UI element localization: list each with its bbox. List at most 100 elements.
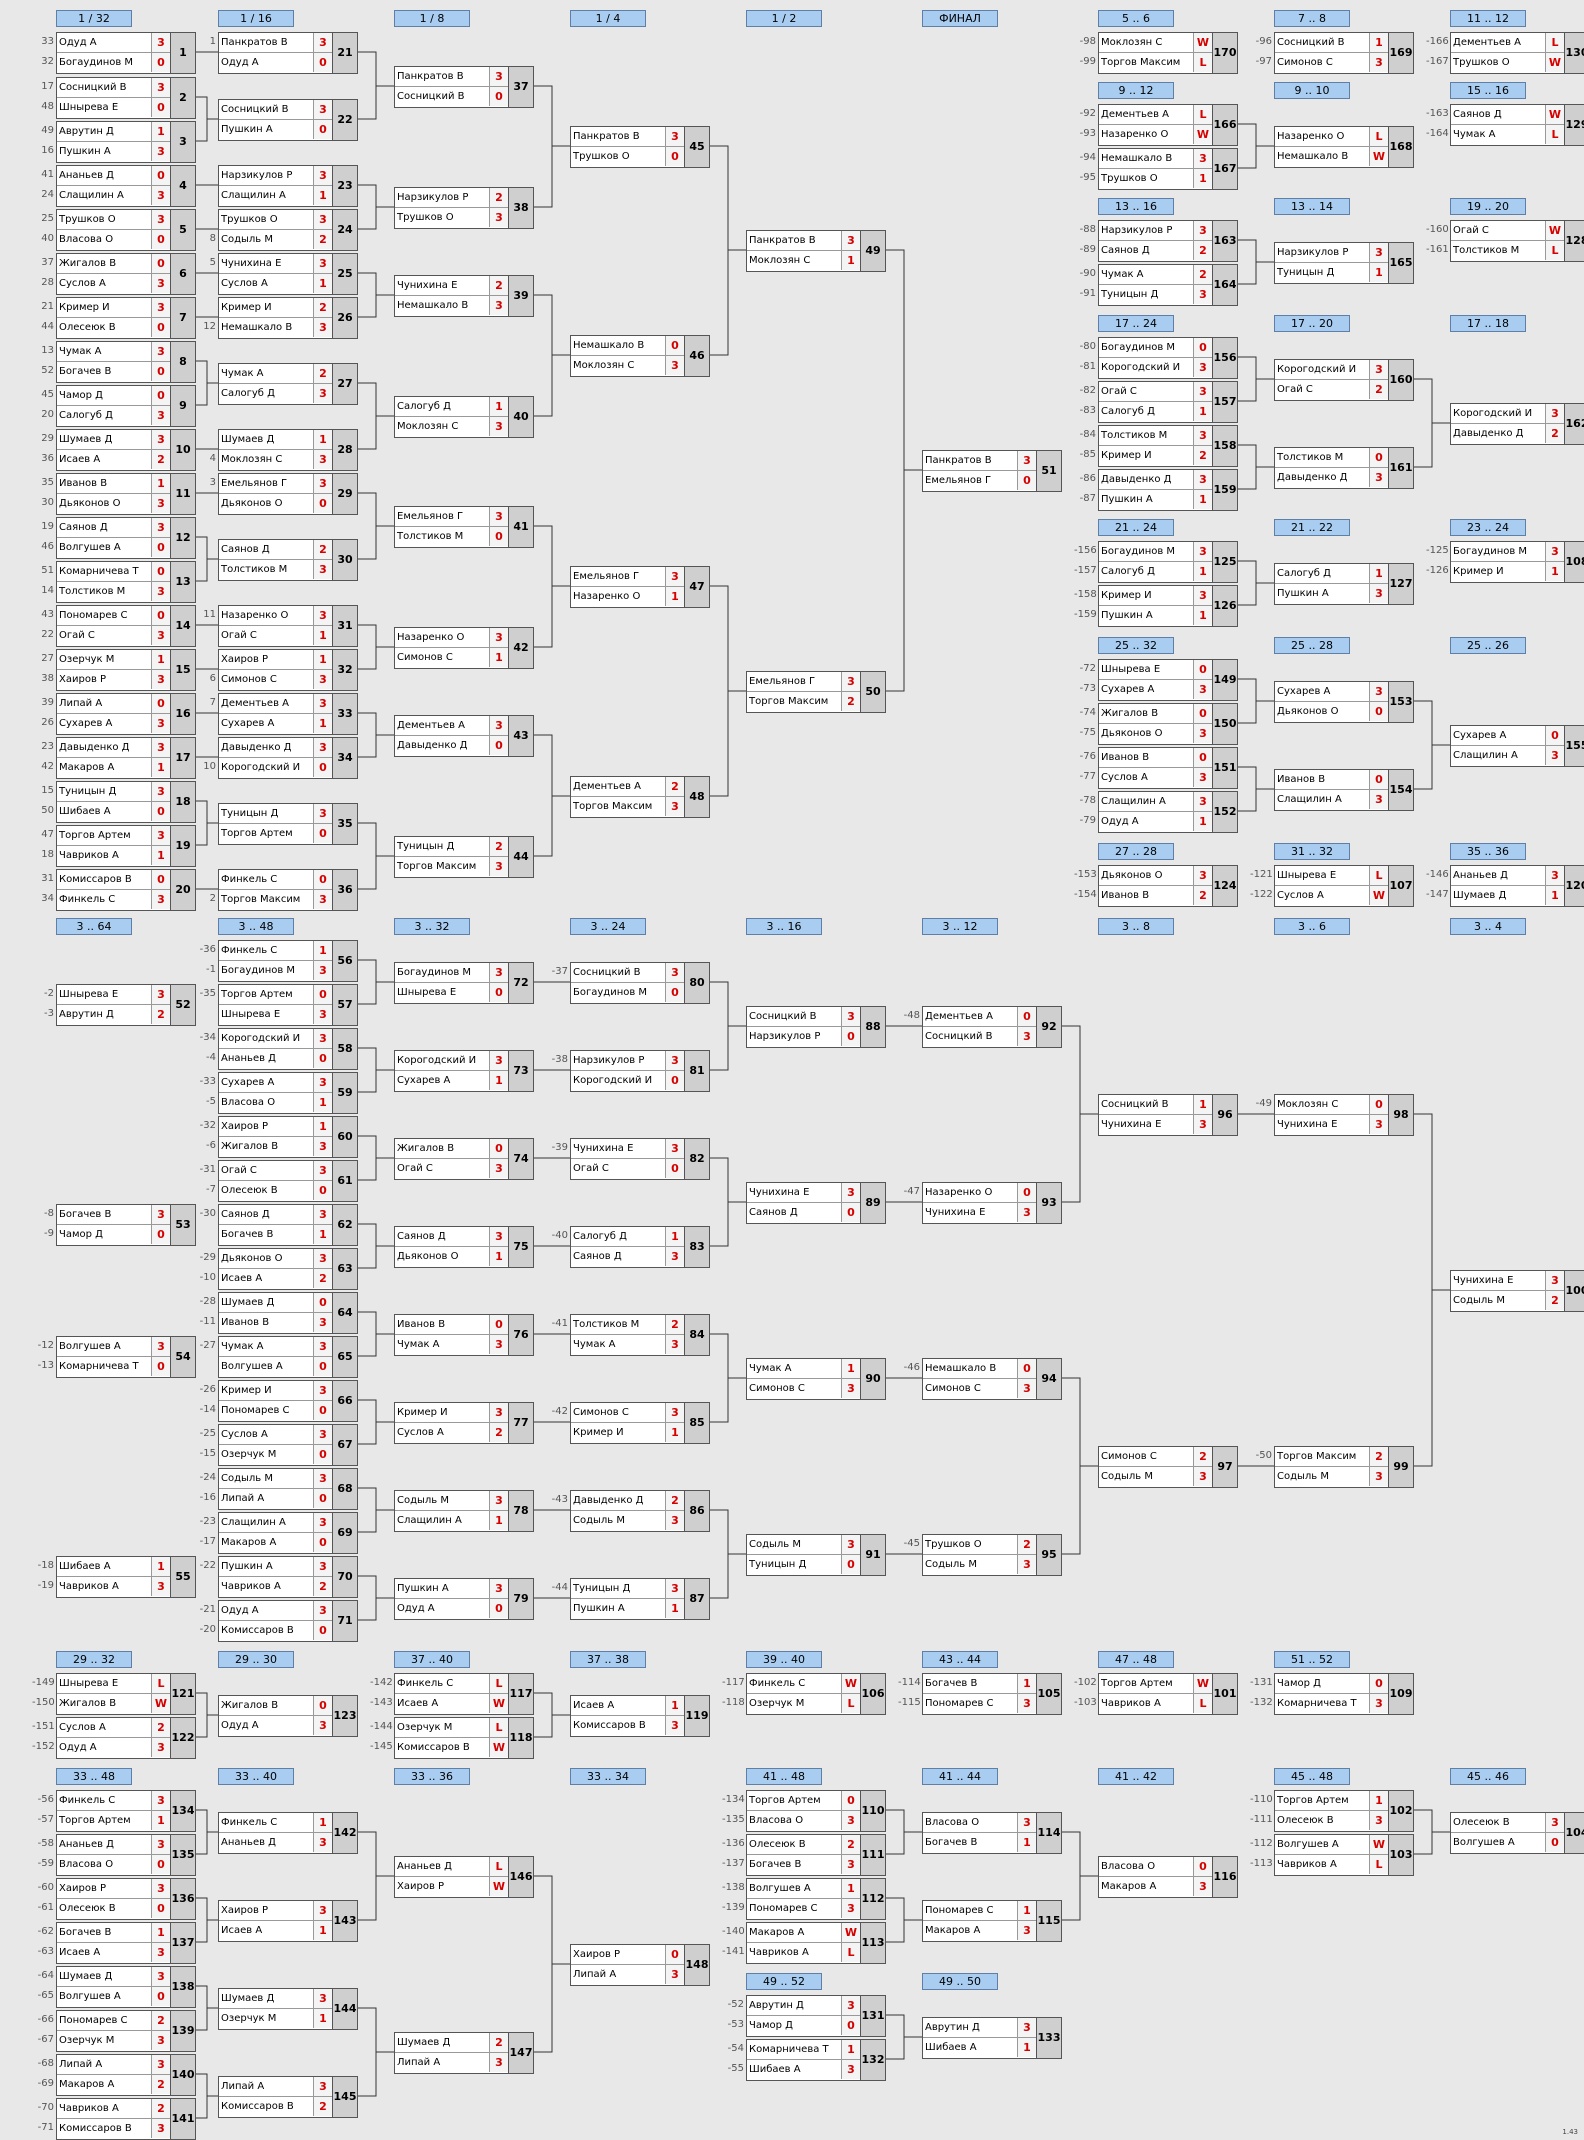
match-157[interactable]: Огай СR:5413Салогуб ДR:5511157 <box>1098 381 1238 423</box>
match-103[interactable]: Волгушев АR:287WЧавриков АR:554L103 <box>1274 1834 1414 1876</box>
match-135[interactable]: Ананьев ДR:3453Власова ОR:3310135 <box>56 1834 196 1876</box>
match-19[interactable]: Торгов АртемR:2843Чавриков АR:554119 <box>56 825 196 867</box>
match-88[interactable]: Сосницкий ВR:5623Нарзикулов РR:662088 <box>746 1006 886 1048</box>
match-11[interactable]: Иванов ВR:4181Дьяконов ОR:428311 <box>56 473 196 515</box>
match-148[interactable]: Хаиров РR:3790Липай АR:3713148 <box>570 1944 710 1986</box>
match-87[interactable]: Туницын ДR:5963Пушкин АR:575187 <box>570 1578 710 1620</box>
match-3[interactable]: Аврутин ДR:1911Пушкин АR:57533 <box>56 121 196 163</box>
match-4[interactable]: Ананьев ДR:3450Слащилин АR:54034 <box>56 165 196 207</box>
match-112[interactable]: Волгушев АR:2871Пономарев СR:3433112 <box>746 1878 886 1920</box>
match-5[interactable]: Трушков ОR:5313Власова ОR:33105 <box>56 209 196 251</box>
match-39[interactable]: Чунихина ЕR:6572Немашкало ВR:589339 <box>394 275 534 317</box>
match-134[interactable]: Финкель СR:4183Торгов АртемR:2841134 <box>56 1790 196 1832</box>
match-51[interactable]: Панкратов ВR:8143Емельянов ГR:683051 <box>922 450 1062 492</box>
match-111[interactable]: Олесеюк ВR:3132Богачев ВR:1243111 <box>746 1834 886 1876</box>
match-81[interactable]: Нарзикулов РR:6623Корогодский ИR:594081 <box>570 1050 710 1092</box>
match-109[interactable]: Чамор ДR:2000Комарничева ТR:1313109 <box>1274 1673 1414 1715</box>
match-83[interactable]: Салогуб ДR:5511Саянов ДR:552383 <box>570 1226 710 1268</box>
match-47[interactable]: Емельянов ГR:6833Назаренко ОR:591147 <box>570 566 710 608</box>
match-124[interactable]: Дьяконов ОR:4283Иванов ВR:4182124 <box>1098 865 1238 907</box>
match-144[interactable]: Шумаев ДR:4333Озерчук МR:4561144 <box>218 1988 358 2030</box>
match-118[interactable]: Озерчук МR:456LКомиссаров ВR:427W118 <box>394 1717 534 1759</box>
match-52[interactable]: Шнырева ЕR:1983Аврутин ДR:191252 <box>56 984 196 1026</box>
match-143[interactable]: Хаиров РR:3793Исаев АR:4011143 <box>218 1900 358 1942</box>
match-155[interactable]: Сухарев АR:4920Слащилин АR:5403155 <box>1450 725 1584 767</box>
match-72[interactable]: Богаудинов МR:4243Шнырева ЕR:198072 <box>394 962 534 1004</box>
match-59[interactable]: Сухарев АR:4923Власова ОR:331159 <box>218 1072 358 1114</box>
match-41[interactable]: Емельянов ГR:6833Толстиков МR:585041 <box>394 506 534 548</box>
match-53[interactable]: Богачев ВR:1243Чамор ДR:200053 <box>56 1204 196 1246</box>
match-167[interactable]: Немашкало ВR:5893Трушков ОR:5311167 <box>1098 148 1238 190</box>
match-115[interactable]: Пономарев СR:3431Макаров АR:3443115 <box>922 1900 1062 1942</box>
match-153[interactable]: Сухарев АR:4923Дьяконов ОR:4280153 <box>1274 681 1414 723</box>
match-68[interactable]: Содыль МR:6013Липай АR:371068 <box>218 1468 358 1510</box>
match-15[interactable]: Озерчук МR:4561Хаиров РR:379315 <box>56 649 196 691</box>
match-44[interactable]: Туницын ДR:5962Торгов МаксимR:709344 <box>394 836 534 878</box>
match-55[interactable]: Шибаев АR:1791Чавриков АR:554355 <box>56 1556 196 1598</box>
match-60[interactable]: Хаиров РR:3791Жигалов ВR:400360 <box>218 1116 358 1158</box>
match-132[interactable]: Комарничева ТR:1311Шибаев АR:1793132 <box>746 2039 886 2081</box>
match-8[interactable]: Чумак АR:5873Богачев ВR:12408 <box>56 341 196 383</box>
match-130[interactable]: Дементьев АR:621LТрушков ОR:531W130 <box>1450 32 1584 74</box>
match-163[interactable]: Нарзикулов РR:6623Саянов ДR:5522163 <box>1098 220 1238 262</box>
match-82[interactable]: Чунихина ЕR:6573Огай СR:541082 <box>570 1138 710 1180</box>
match-24[interactable]: Трушков ОR:5313Содыль МR:601224 <box>218 209 358 251</box>
match-2[interactable]: Сосницкий ВR:5623Шнырева ЕR:19802 <box>56 77 196 119</box>
match-50[interactable]: Емельянов ГR:6833Торгов МаксимR:709250 <box>746 671 886 713</box>
match-92[interactable]: Дементьев АR:6210Сосницкий ВR:562392 <box>922 1006 1062 1048</box>
match-160[interactable]: Корогодский ИR:5943Огай СR:5412160 <box>1274 359 1414 401</box>
match-104[interactable]: Олесеюк ВR:3133Волгушев АR:2870104 <box>1450 1812 1584 1854</box>
match-31[interactable]: Назаренко ОR:5913Огай СR:541131 <box>218 605 358 647</box>
match-96[interactable]: Сосницкий ВR:5621Чунихина ЕR:657396 <box>1098 1094 1238 1136</box>
match-84[interactable]: Толстиков МR:5852Чумак АR:587384 <box>570 1314 710 1356</box>
match-121[interactable]: Шнырева ЕR:198LЖигалов ВR:400W121 <box>56 1673 196 1715</box>
match-80[interactable]: Сосницкий ВR:5623Богаудинов МR:424080 <box>570 962 710 1004</box>
match-40[interactable]: Салогуб ДR:5511Моклозян СR:665340 <box>394 396 534 438</box>
match-123[interactable]: Жигалов ВR:4000Одуд АR:4223123 <box>218 1695 358 1737</box>
match-140[interactable]: Липай АR:3713Макаров АR:3442140 <box>56 2054 196 2096</box>
match-120[interactable]: Ананьев ДR:3453Шумаев ДR:4331120 <box>1450 865 1584 907</box>
match-61[interactable]: Огай СR:5413Олесеюк ВR:313061 <box>218 1160 358 1202</box>
match-159[interactable]: Давыденко ДR:5413Пушкин АR:5751159 <box>1098 469 1238 511</box>
match-168[interactable]: Назаренко ОR:591LНемашкало ВR:589W168 <box>1274 126 1414 168</box>
match-28[interactable]: Шумаев ДR:4331Моклозян СR:665328 <box>218 429 358 471</box>
match-10[interactable]: Шумаев ДR:4333Исаев АR:401210 <box>56 429 196 471</box>
match-126[interactable]: Кример ИR:5503Пушкин АR:5751126 <box>1098 585 1238 627</box>
match-86[interactable]: Давыденко ДR:5412Содыль МR:601386 <box>570 1490 710 1532</box>
match-9[interactable]: Чамор ДR:2000Салогуб ДR:55139 <box>56 385 196 427</box>
match-161[interactable]: Толстиков МR:5850Давыденко ДR:5413161 <box>1274 447 1414 489</box>
match-62[interactable]: Саянов ДR:5523Богачев ВR:124162 <box>218 1204 358 1246</box>
match-58[interactable]: Корогодский ИR:5943Ананьев ДR:345058 <box>218 1028 358 1070</box>
match-77[interactable]: Кример ИR:5503Суслов АR:434277 <box>394 1402 534 1444</box>
match-78[interactable]: Содыль МR:6013Слащилин АR:540178 <box>394 1490 534 1532</box>
match-25[interactable]: Чунихина ЕR:6573Суслов АR:434125 <box>218 253 358 295</box>
match-27[interactable]: Чумак АR:5872Салогуб ДR:551327 <box>218 363 358 405</box>
match-1[interactable]: Одуд АR:4223Богаудинов МR:42401 <box>56 32 196 74</box>
match-22[interactable]: Сосницкий ВR:5623Пушкин АR:575022 <box>218 99 358 141</box>
match-169[interactable]: Сосницкий ВR:5621Симонов СR:6413169 <box>1274 32 1414 74</box>
match-18[interactable]: Туницын ДR:5963Шибаев АR:179018 <box>56 781 196 823</box>
match-17[interactable]: Давыденко ДR:5413Макаров АR:344117 <box>56 737 196 779</box>
match-146[interactable]: Ананьев ДR:345LХаиров РR:379W146 <box>394 1856 534 1898</box>
match-154[interactable]: Иванов ВR:4180Слащилин АR:5403154 <box>1274 769 1414 811</box>
match-129[interactable]: Саянов ДR:552WЧумак АR:587L129 <box>1450 104 1584 146</box>
match-117[interactable]: Финкель СR:418LИсаев АR:401W117 <box>394 1673 534 1715</box>
match-38[interactable]: Нарзикулов РR:6622Трушков ОR:531338 <box>394 187 534 229</box>
match-57[interactable]: Торгов АртемR:2840Шнырева ЕR:198357 <box>218 984 358 1026</box>
match-66[interactable]: Кример ИR:5503Пономарев СR:343066 <box>218 1380 358 1422</box>
match-56[interactable]: Финкель СR:4181Богаудинов МR:424356 <box>218 940 358 982</box>
match-79[interactable]: Пушкин АR:5753Одуд АR:422079 <box>394 1578 534 1620</box>
match-100[interactable]: Чунихина ЕR:6573Содыль МR:6012100 <box>1450 1270 1584 1312</box>
match-136[interactable]: Хаиров РR:3793Олесеюк ВR:3130136 <box>56 1878 196 1920</box>
match-162[interactable]: Корогодский ИR:5943Давыденко ДR:5412162 <box>1450 403 1584 445</box>
match-35[interactable]: Туницын ДR:5963Торгов АртемR:284035 <box>218 803 358 845</box>
match-70[interactable]: Пушкин АR:5753Чавриков АR:554270 <box>218 1556 358 1598</box>
match-149[interactable]: Шнырева ЕR:1980Сухарев АR:4923149 <box>1098 659 1238 701</box>
match-67[interactable]: Суслов АR:4343Озерчук МR:456067 <box>218 1424 358 1466</box>
match-142[interactable]: Финкель СR:4181Ананьев ДR:3453142 <box>218 1812 358 1854</box>
match-37[interactable]: Панкратов ВR:8143Сосницкий ВR:562037 <box>394 66 534 108</box>
match-150[interactable]: Жигалов ВR:4000Дьяконов ОR:4283150 <box>1098 703 1238 745</box>
match-102[interactable]: Торгов АртемR:2841Олесеюк ВR:3133102 <box>1274 1790 1414 1832</box>
match-166[interactable]: Дементьев АR:621LНазаренко ОR:591W166 <box>1098 104 1238 146</box>
match-71[interactable]: Одуд АR:4223Комиссаров ВR:427071 <box>218 1600 358 1642</box>
